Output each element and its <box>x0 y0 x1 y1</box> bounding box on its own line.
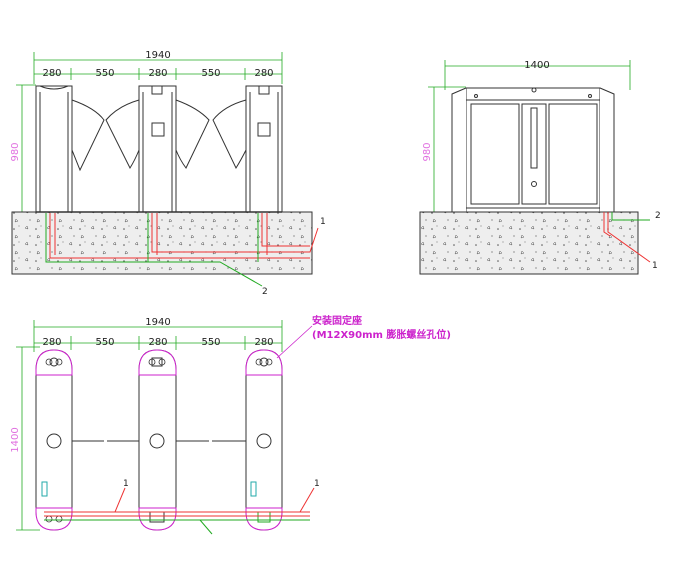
plan-segment-3: 280 <box>148 337 167 348</box>
plan-dimension-top <box>33 320 283 352</box>
front-segment-4: 550 <box>201 68 220 79</box>
side-concrete-base <box>419 211 639 275</box>
plan-segment-1: 280 <box>42 337 61 348</box>
front-cable-label-1: 1 <box>320 217 326 227</box>
front-height-label: 980 <box>10 142 21 161</box>
front-segment-1: 280 <box>42 68 61 79</box>
side-dimension-top <box>444 60 631 90</box>
plan-overall-width: 1940 <box>145 317 170 328</box>
front-overall-width: 1940 <box>145 50 170 61</box>
front-reader-right <box>257 122 271 137</box>
side-cables <box>603 212 651 263</box>
plan-depth-label: 1400 <box>10 427 21 452</box>
plan-segment-5: 280 <box>254 337 273 348</box>
plan-cables <box>44 487 315 535</box>
side-cable-label-1: 1 <box>652 261 658 271</box>
plan-note-detail: (M12X90mm 膨胀螺丝孔位) <box>312 328 451 341</box>
front-cables <box>45 213 319 287</box>
front-cabinet-left <box>35 85 73 213</box>
side-height-label: 980 <box>422 142 433 161</box>
side-overall-width: 1400 <box>524 60 549 71</box>
plan-cable-label-right: 1 <box>314 479 320 489</box>
plan-cabinet-middle <box>138 349 177 531</box>
plan-note-leader <box>276 325 313 359</box>
front-cabinet-middle <box>138 85 177 213</box>
side-cabinet <box>451 87 615 213</box>
front-segment-3: 280 <box>148 68 167 79</box>
front-reader-middle <box>151 122 165 137</box>
plan-cable-label-left: 1 <box>123 479 129 489</box>
front-flap-wings <box>71 99 247 172</box>
front-cable-label-2: 2 <box>262 287 268 297</box>
side-cable-label-2: 2 <box>655 211 661 221</box>
plan-cabinets <box>35 349 283 531</box>
front-cabinet-right <box>245 85 283 213</box>
front-segment-2: 550 <box>95 68 114 79</box>
front-dimension-top <box>33 52 283 84</box>
plan-dimension-depth <box>16 346 40 531</box>
side-view: 1400 980 2 1 <box>419 60 661 275</box>
plan-segment-4: 550 <box>201 337 220 348</box>
plan-note-title: 安装固定座 <box>312 314 362 327</box>
plan-cabinet-left <box>35 349 73 531</box>
front-view: 1940 280 550 280 550 280 980 <box>10 50 326 297</box>
front-cabinets <box>35 85 283 213</box>
front-segment-5: 280 <box>254 68 273 79</box>
plan-segment-2: 550 <box>95 337 114 348</box>
plan-view: 1940 280 550 280 550 280 1400 <box>10 314 451 535</box>
plan-cabinet-right <box>245 349 283 531</box>
